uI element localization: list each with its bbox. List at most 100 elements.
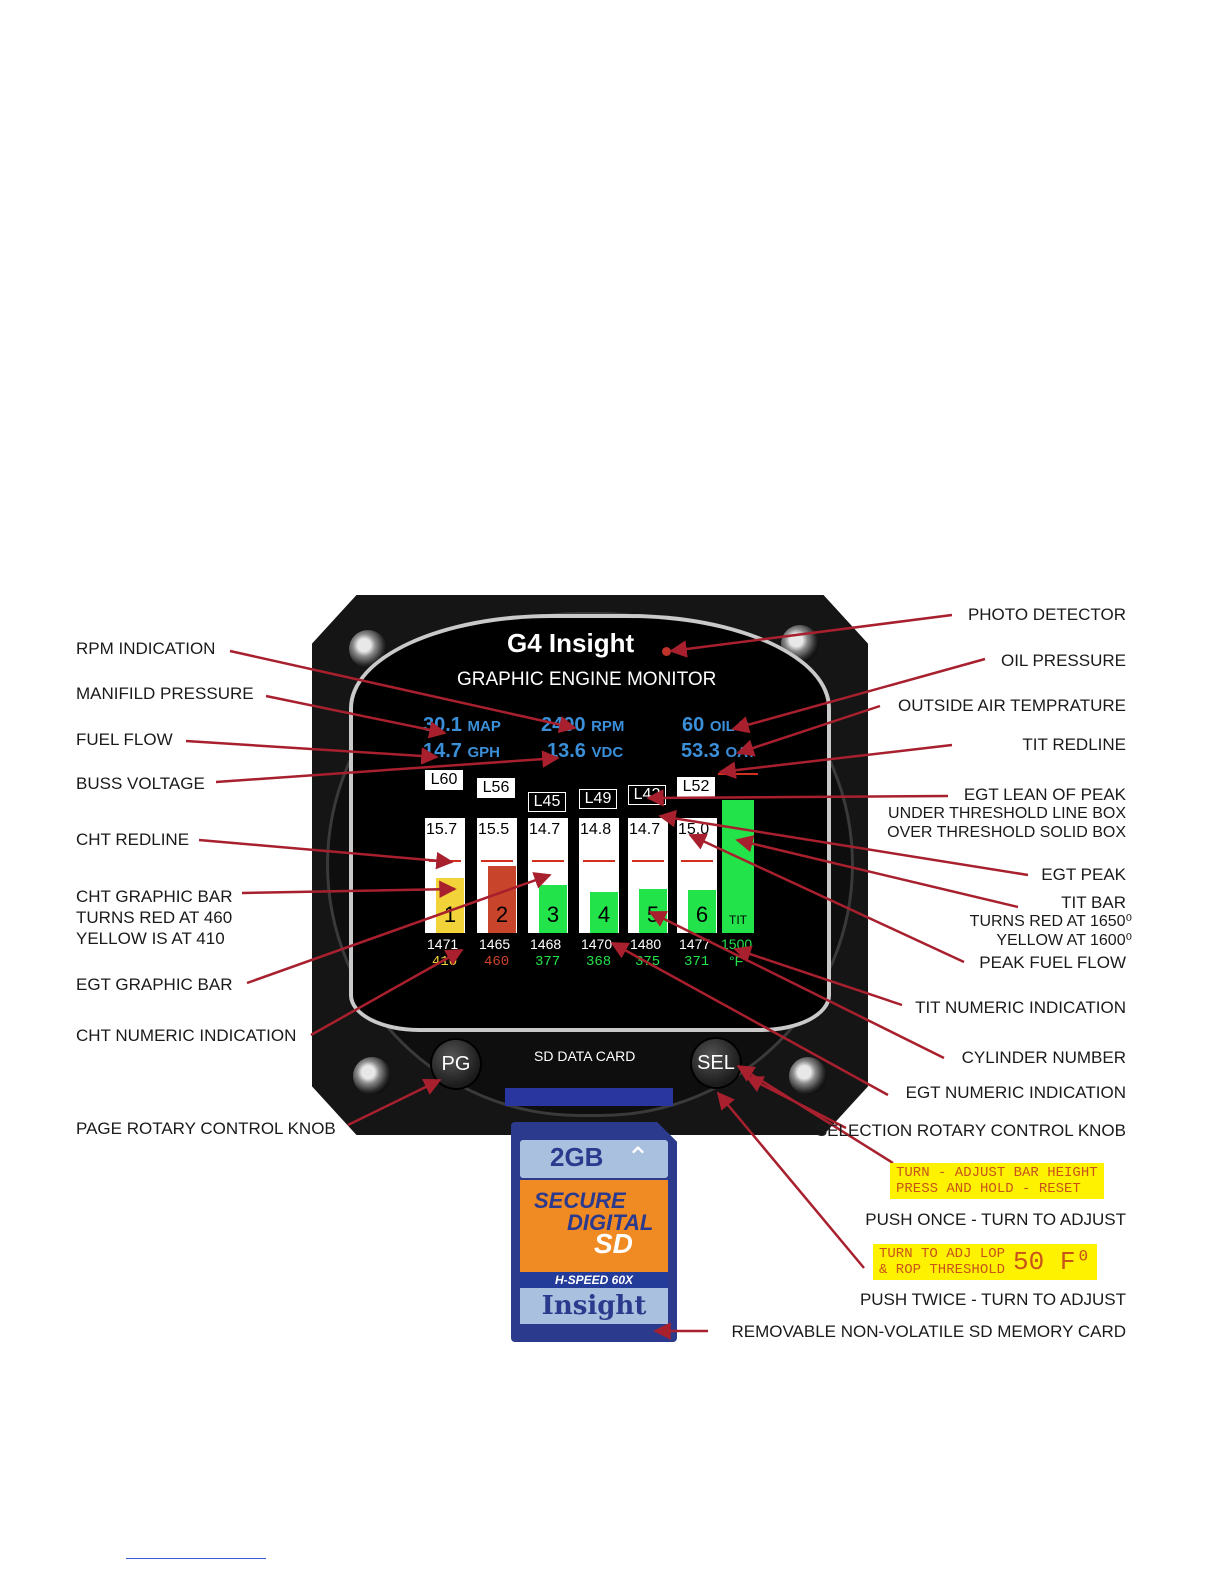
cht-value-3: 377: [535, 954, 561, 970]
arrow-sel-knob: [736, 1064, 894, 1165]
cht-bar-3: [539, 885, 567, 933]
arrow-egt-peak: [658, 809, 1029, 877]
label-buss-voltage: BUSS VOLTAGE: [76, 774, 205, 793]
label-fuel-flow: FUEL FLOW: [76, 730, 173, 749]
callout-lop-threshold: TURN TO ADJ LOP& ROP THRESHOLD 50 F⁰: [873, 1244, 1098, 1280]
label-manifold-pressure: MANIFILD PRESSURE: [76, 684, 254, 703]
fuel-flow-value-3: 14.7: [529, 821, 561, 838]
tit-label: TIT: [729, 913, 747, 927]
cht-redline-4: [583, 860, 615, 862]
arrow-egt-num: [610, 941, 889, 1097]
cylinder-number-3: 3: [546, 902, 560, 927]
tit-redline: [718, 773, 758, 775]
arrow-tit-redline: [718, 743, 953, 779]
fuel-flow-value-4: 14.8: [580, 821, 612, 838]
cht-bar-6: [688, 890, 716, 933]
arrow-push-once: [745, 1075, 847, 1130]
arrow-photo: [669, 613, 953, 658]
arrow-egt-lop: [646, 789, 949, 807]
egt-peak-box-1: L60: [425, 770, 463, 790]
page-rotary-knob[interactable]: PG: [432, 1040, 480, 1088]
label-oat: OUTSIDE AIR TEMPRATURE: [898, 696, 1126, 715]
egt-peak-box-4: L49: [579, 789, 617, 809]
arrow-peak-ff: [688, 833, 965, 964]
tit-bar: [722, 800, 754, 933]
label-photo-detector: PHOTO DETECTOR: [967, 605, 1126, 624]
label-oil-pressure: OIL PRESSURE: [1000, 651, 1126, 670]
cht-value-6: 371: [684, 954, 710, 970]
fuel-flow-value-1: 15.7: [426, 821, 458, 838]
arrow-buss: [215, 750, 560, 784]
cht-redline-3: [532, 860, 564, 862]
cht-redline-6: [681, 860, 713, 862]
cht-bar-2: [488, 866, 516, 933]
arrow-map: [265, 694, 447, 739]
cht-redline-2: [481, 860, 513, 862]
arrow-cht-bar: [241, 880, 457, 899]
arrow-rpm: [229, 649, 577, 734]
label-egt-peak: EGT PEAK: [1041, 865, 1126, 884]
label-tit-redline: TIT REDLINE: [1022, 735, 1126, 754]
cylinder-number-4: 4: [597, 902, 611, 927]
egt-value-4: 1470: [581, 936, 613, 952]
arrow-ff: [185, 739, 439, 765]
sd-slot-label: SD DATA CARD: [534, 1048, 636, 1064]
brand-title: G4 Insight: [507, 628, 635, 658]
label-page-knob: PAGE ROTARY CONTROL KNOB: [76, 1119, 336, 1138]
label-tit-numeric: TIT NUMERIC INDICATION: [915, 998, 1126, 1017]
egt-value-6: 1477: [679, 936, 711, 952]
arrow-push-twice: [716, 1091, 865, 1269]
sd-card-top-label: [520, 1140, 668, 1178]
arrow-egt-bar: [246, 872, 552, 985]
arrow-cht-num: [310, 948, 464, 1037]
sd-logo: SD: [594, 1228, 633, 1259]
sd-capacity: 2GB: [550, 1142, 604, 1172]
insert-chevron-icon: ⌃: [626, 1142, 650, 1173]
screw-bottom-left: [353, 1057, 391, 1095]
arrow-cyl-num: [648, 910, 945, 1060]
label-selection-knob: SELECTION ROTARY CONTROL KNOB: [815, 1121, 1126, 1140]
cht-bar-4: [590, 892, 618, 933]
arrow-tit-num: [733, 945, 903, 1007]
label-push-twice: PUSH TWICE - TURN TO ADJUST: [859, 1290, 1126, 1309]
footer-rule: [126, 1558, 266, 1559]
fuel-flow-value-5: 14.7: [629, 821, 661, 838]
cht-redline-5: [632, 860, 664, 862]
sd-line2: DIGITAL: [567, 1210, 654, 1235]
fuel-flow-value-2: 15.5: [478, 821, 510, 838]
photo-detector-dot: [662, 647, 671, 656]
cylinder-number-2: 2: [495, 902, 509, 927]
screw-bottom-right: [789, 1057, 827, 1095]
egt-peak-box-3: L45: [528, 792, 566, 812]
sd-brand: Insight: [520, 1288, 668, 1324]
label-cht-numeric: CHT NUMERIC INDICATION: [76, 1026, 297, 1045]
device-subtitle: GRAPHIC ENGINE MONITOR: [457, 669, 717, 690]
label-peak-fuel-flow: PEAK FUEL FLOW: [979, 953, 1126, 972]
label-sd-memory-card: REMOVABLE NON-VOLATILE SD MEMORY CARD: [731, 1322, 1126, 1341]
sd-card-orange-panel: [520, 1180, 668, 1272]
selection-rotary-knob[interactable]: SEL: [692, 1039, 740, 1087]
arrow-oat: [736, 704, 881, 757]
label-egt-graphic-bar: EGT GRAPHIC BAR: [76, 975, 233, 994]
cht-value-2: 460: [484, 954, 510, 970]
label-push-once: PUSH ONCE - TURN TO ADJUST: [865, 1210, 1126, 1229]
arrow-page-knob: [347, 1078, 442, 1127]
egt-value-2: 1465: [479, 936, 511, 952]
cht-value-4: 368: [586, 954, 612, 970]
sd-speed-label: H-SPEED 60X: [520, 1272, 668, 1288]
cylinder-number-6: 6: [695, 902, 709, 927]
label-rpm: RPM INDICATION: [76, 639, 216, 658]
arrow-oil: [731, 657, 986, 734]
egt-value-1: 1471: [427, 936, 459, 952]
egt-value-3: 1468: [530, 936, 562, 952]
label-cht-redline: CHT REDLINE: [76, 830, 190, 849]
sd-card-slot: [505, 1088, 673, 1106]
egt-peak-box-2: L56: [477, 778, 515, 798]
egt-value-5: 1480: [630, 936, 662, 952]
sd-line1: SECURE: [534, 1188, 626, 1213]
